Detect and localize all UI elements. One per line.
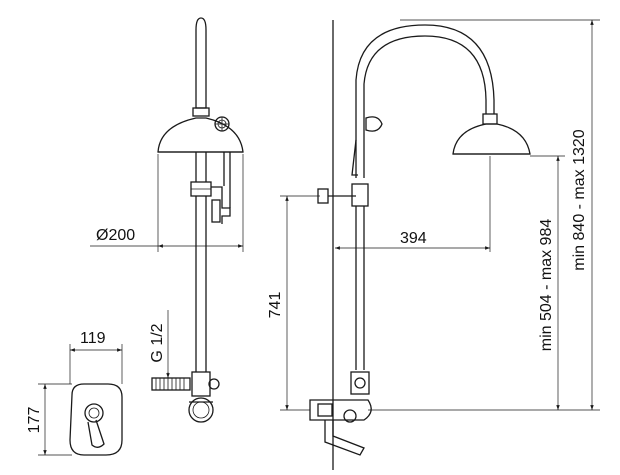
- mixer-valve-icon: [309, 371, 372, 456]
- dimension-plate-width: 119: [80, 330, 106, 347]
- hand-shower-icon: [214, 116, 230, 132]
- dimension-outlet-height: 741: [267, 292, 284, 319]
- wall-plate-view: [69, 383, 123, 456]
- hand-shower-holder-icon: [351, 116, 383, 176]
- dimension-reach: 394: [400, 230, 427, 247]
- dimension-connection: G 1/2: [149, 323, 166, 362]
- dimension-range-lower: min 504 - max 984: [538, 219, 555, 352]
- dimension-plate-height: 177: [26, 407, 43, 434]
- dimension-range-upper: min 840 - max 1320: [571, 129, 588, 271]
- threaded-inlet-icon: [151, 377, 191, 391]
- side-view: [309, 20, 531, 470]
- front-view: [151, 17, 244, 423]
- dimension-lines: [38, 19, 600, 456]
- wall-bracket-icon: [317, 183, 369, 207]
- dimension-head-diameter: Ø200: [96, 227, 135, 244]
